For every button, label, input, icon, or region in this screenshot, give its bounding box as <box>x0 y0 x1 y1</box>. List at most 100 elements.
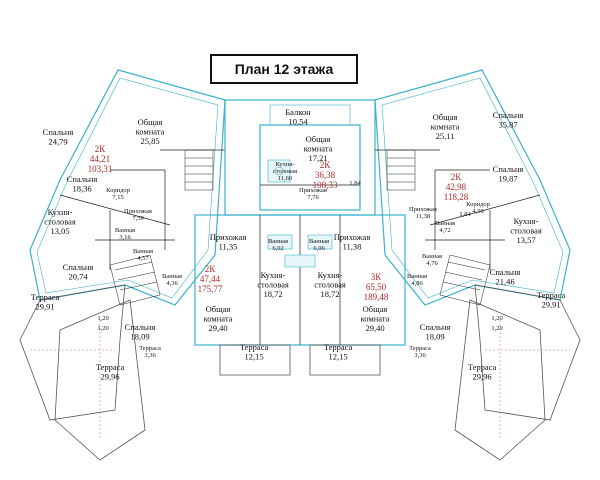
room-name-label: комната <box>204 314 233 324</box>
room-name-label: Ванная <box>407 273 427 280</box>
room-area-label: 35,87 <box>498 120 517 130</box>
room-name-label: комната <box>361 314 390 324</box>
room-area-label: 11,60 <box>278 175 292 182</box>
room-area-label: 29,96 <box>100 372 119 382</box>
room-name-label: Спальня <box>493 110 524 120</box>
room-area-label: 18,72 <box>263 289 282 299</box>
room-name-label: Общая <box>138 117 163 127</box>
room-name-label: Прихожая <box>124 208 152 215</box>
room-name-label: столовая <box>510 226 542 236</box>
room-area-label: 29,40 <box>208 323 227 333</box>
apartment-type-label: 2К <box>320 160 332 170</box>
room-name-label: Прихожая <box>210 232 247 242</box>
apartment-total-area-label: 189,48 <box>364 292 389 302</box>
room-name-label: Спальня <box>493 164 524 174</box>
room-name-label: Терраса <box>31 292 60 302</box>
room-name-label: Ванная <box>422 253 442 260</box>
room-area-label: 1,84 <box>349 180 361 187</box>
room-area-label: 4,36 <box>166 280 178 287</box>
room-area-label: 11,38 <box>343 242 362 252</box>
room-area-label: 18,09 <box>425 332 444 342</box>
room-name-label: Терраса <box>240 342 269 352</box>
room-area-label: 29,96 <box>472 372 491 382</box>
room-area-label: 13,57 <box>516 235 535 245</box>
room-area-label: 7,76 <box>307 194 319 201</box>
room-name-label: Терраса <box>96 362 125 372</box>
room-name-label: Общая <box>433 112 458 122</box>
apartment-total-area-label: 103,31 <box>88 164 113 174</box>
room-name-label: Коридор <box>466 201 490 208</box>
apartment-living-area-label: 36,38 <box>315 170 336 180</box>
room-name-label: Ванная <box>115 227 135 234</box>
dimension-label: 1,20 <box>97 315 108 322</box>
dimension-label: 1,20 <box>491 315 502 322</box>
room-name-label: Спальня <box>420 322 451 332</box>
room-name-label: Терраса <box>409 345 431 352</box>
room-area-label: 4,50 <box>472 208 483 215</box>
room-name-label: столовая <box>273 168 297 175</box>
room-name-label: Ванная <box>309 238 329 245</box>
plan-title: План 12 этажа <box>210 54 358 84</box>
room-name-label: Терраса <box>468 362 497 372</box>
room-area-label: 3,36 <box>144 352 156 359</box>
room-name-label: Общая <box>206 304 231 314</box>
apartment-living-area-label: 42,98 <box>446 182 467 192</box>
room-area-label: 6,02 <box>272 245 283 252</box>
room-area-label: 24,79 <box>48 137 67 147</box>
room-area-label: 25,11 <box>436 131 455 141</box>
room-area-label: 10,54 <box>288 117 308 127</box>
room-name-label: Кухня- <box>514 216 539 226</box>
room-name-label: Балкон <box>285 107 311 117</box>
apartment-type-label: 3К <box>371 272 383 282</box>
apartment-type-label: 2К <box>451 172 463 182</box>
room-name-label: Кухня- <box>318 270 343 280</box>
room-name-label: комната <box>136 127 165 137</box>
room-area-label: 19,87 <box>498 174 517 184</box>
room-name-label: Спальня <box>67 174 98 184</box>
room-name-label: Общая <box>306 134 331 144</box>
room-name-label: столовая <box>257 280 289 290</box>
room-area-label: 13,05 <box>50 226 69 236</box>
room-name-label: комната <box>431 122 460 132</box>
room-area-label: 21,46 <box>495 277 514 287</box>
room-name-label: Общая <box>363 304 388 314</box>
dimension-label: 1,20 <box>491 325 502 332</box>
room-name-label: Ванная <box>162 273 182 280</box>
room-name-label: Спальня <box>490 267 521 277</box>
apartment-total-area-label: 118,28 <box>444 192 469 202</box>
apartment-type-label: 2К <box>95 144 107 154</box>
room-area-label: 18,36 <box>72 184 91 194</box>
apartment-living-area-label: 47,44 <box>200 274 221 284</box>
room-area-label: 3,36 <box>414 352 426 359</box>
room-name-label: Прихожая <box>334 232 371 242</box>
room-name-label: Кухня- <box>276 161 295 168</box>
room-name-label: Терраса <box>537 290 566 300</box>
room-name-label: Терраса <box>139 345 161 352</box>
dimension-label: 1,20 <box>97 325 108 332</box>
room-area-label: 6,06 <box>313 245 325 252</box>
room-area-label: 29,40 <box>365 323 384 333</box>
room-area-label: 4,72 <box>439 227 450 234</box>
room-area-label: 25,85 <box>140 136 159 146</box>
room-area-label: 4,76 <box>426 260 438 267</box>
room-name-label: Ванная <box>133 248 153 255</box>
room-name-label: Спальня <box>125 322 156 332</box>
room-name-label: столовая <box>44 217 76 227</box>
room-name-label: Прихожая <box>409 206 437 213</box>
room-area-label: 18,72 <box>320 289 339 299</box>
room-area-label: 3,16 <box>119 234 131 241</box>
room-area-label: 7,59 <box>132 215 143 222</box>
room-area-label: 12,15 <box>328 352 347 362</box>
room-area-label: 29,91 <box>35 302 54 312</box>
room-name-label: столовая <box>314 280 346 290</box>
room-name-label: Коридор <box>106 187 130 194</box>
room-area-label: 4,57 <box>137 255 149 262</box>
room-area-label: 17,21 <box>308 153 327 163</box>
room-area-label: 7,15 <box>112 194 123 201</box>
apartment-type-label: 2К <box>205 264 217 274</box>
room-name-label: комната <box>304 144 333 154</box>
room-area-label: 20,74 <box>68 272 88 282</box>
room-area-label: 4,86 <box>411 280 423 287</box>
room-name-label: Ванная <box>435 220 455 227</box>
